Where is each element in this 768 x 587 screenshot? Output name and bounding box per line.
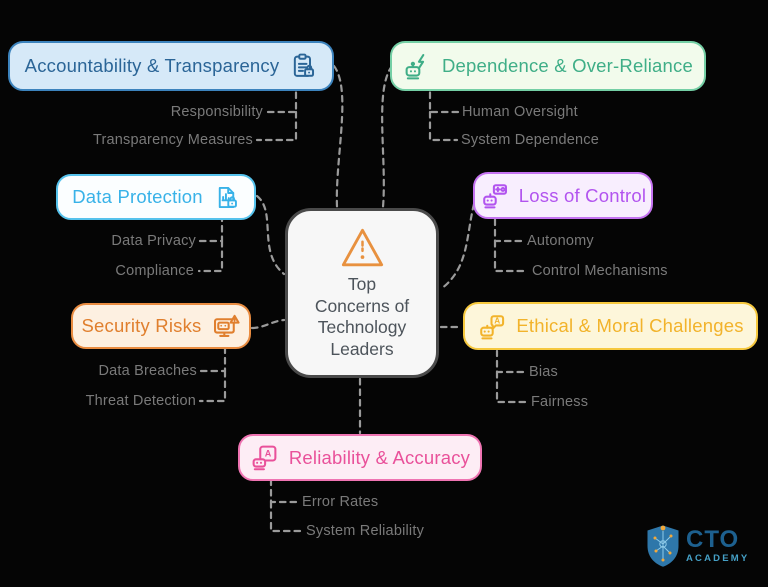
node-center-top-concerns: Top Concerns of Technology Leaders xyxy=(285,208,439,378)
connector-transparency-measures xyxy=(255,110,298,142)
connector-center-accountability xyxy=(332,64,344,209)
connector-responsibility xyxy=(266,89,298,114)
node-accountability-transparency: Accountability & Transparency xyxy=(8,41,334,91)
connector-center-security xyxy=(250,318,286,330)
center-title-line: Concerns of xyxy=(314,295,410,316)
connector-error-rates xyxy=(269,479,298,504)
clipboard-lock-icon xyxy=(294,53,315,77)
robot-speech-a-icon: A xyxy=(480,314,505,339)
node-ethical-moral-challenges: A Ethical & Moral Challenges xyxy=(463,302,758,350)
document-chart-lock-icon xyxy=(218,186,237,208)
monitor-warning-icon xyxy=(213,314,240,337)
connector-data-privacy xyxy=(198,217,224,243)
connector-fairness xyxy=(495,370,527,404)
connector-data-breaches xyxy=(199,347,227,373)
connector-center-loss-of-control xyxy=(439,202,476,291)
connector-threat-detection xyxy=(198,369,227,403)
connector-compliance xyxy=(197,239,224,273)
subtopic-bias: Bias xyxy=(529,364,559,380)
robot-bubble-a-icon: A xyxy=(252,445,277,471)
node-label: Reliability & Accuracy xyxy=(288,446,471,468)
subtopic-responsibility: Responsibility xyxy=(170,104,263,120)
svg-text:A: A xyxy=(495,316,501,325)
node-dependence-over-reliance: Dependence & Over-Reliance xyxy=(390,41,706,91)
shield-circuit-icon xyxy=(647,525,679,567)
node-label: Accountability & Transparency xyxy=(24,55,280,76)
center-title-line: Leaders xyxy=(330,338,394,359)
connector-system-reliability xyxy=(269,500,302,533)
center-title-line: Technology xyxy=(317,317,407,337)
node-data-protection: Data Protection xyxy=(56,174,256,220)
connector-autonomy xyxy=(493,217,523,243)
subtopic-data-privacy: Data Privacy xyxy=(111,233,196,249)
connector-center-data-protection xyxy=(255,194,286,276)
node-label: Dependence & Over-Reliance xyxy=(442,55,693,76)
connector-human-oversight xyxy=(428,89,460,114)
subtopic-compliance: Compliance xyxy=(115,263,194,279)
node-loss-of-control: Loss of Control xyxy=(473,172,653,219)
subtopic-error-rates: Error Rates xyxy=(302,494,379,510)
node-security-risks: Security Risks xyxy=(71,303,251,349)
robot-control-panel-icon xyxy=(482,184,507,209)
connector-bias xyxy=(495,349,525,374)
subtopic-transparency-measures: Transparency Measures xyxy=(92,132,253,148)
robot-lightning-icon xyxy=(405,53,425,79)
subtopic-autonomy: Autonomy xyxy=(527,233,594,249)
logo-title: CTO xyxy=(686,526,740,554)
center-title: Top Concerns of Technology Leaders xyxy=(315,274,409,360)
subtopic-system-dependence: System Dependence xyxy=(461,132,600,148)
node-reliability-accuracy: A Reliability & Accuracy xyxy=(238,434,482,481)
center-title-line: Top xyxy=(347,274,377,294)
subtopic-human-oversight: Human Oversight xyxy=(462,104,578,120)
subtopic-control-mechanisms: Control Mechanisms xyxy=(532,263,668,279)
subtopic-threat-detection: Threat Detection xyxy=(85,393,196,409)
node-label: Data Protection xyxy=(72,186,203,207)
warning-triangle-icon xyxy=(341,228,383,267)
logo-subtitle: ACADEMY xyxy=(686,553,750,565)
connector-system-dependence xyxy=(428,110,459,142)
subtopic-data-breaches: Data Breaches xyxy=(98,363,197,379)
subtopic-system-reliability: System Reliability xyxy=(306,523,425,539)
node-label: Security Risks xyxy=(81,315,202,336)
node-label: Loss of Control xyxy=(518,184,647,206)
connector-control-mechanisms xyxy=(493,239,528,273)
svg-text:A: A xyxy=(265,449,272,459)
logo-text: CTO ACADEMY xyxy=(686,528,749,564)
subtopic-fairness: Fairness xyxy=(531,394,589,410)
node-label: Ethical & Moral Challenges xyxy=(516,315,744,336)
cto-academy-logo: CTO ACADEMY xyxy=(645,524,749,568)
connector-center-dependence xyxy=(381,64,394,209)
